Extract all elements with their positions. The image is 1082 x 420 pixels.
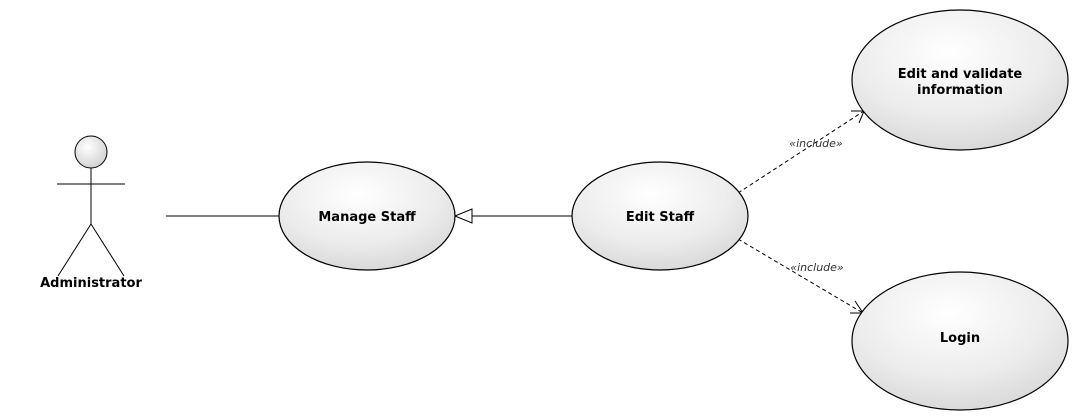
use-case-edit-validate-information[interactable]: Edit and validate information: [851, 9, 1069, 151]
use-case-label: Edit Staff: [626, 210, 695, 225]
include-edge-bottom: «include»: [737, 238, 864, 314]
generalization-arrowhead: [453, 208, 473, 224]
generalization-edge: [453, 208, 572, 224]
use-case-label-line1: Edit and validate: [898, 67, 1023, 82]
actor-head: [74, 135, 108, 169]
actor-label: Administrator: [40, 276, 142, 291]
use-case-edit-staff[interactable]: Edit Staff: [571, 161, 749, 271]
include-label-top: «include»: [789, 137, 843, 150]
use-case-label: Manage Staff: [318, 210, 416, 225]
include-label-bottom: «include»: [790, 261, 844, 274]
actor-left-leg: [57, 223, 92, 277]
include-edge-top: «include»: [737, 110, 865, 194]
use-case-login[interactable]: Login: [851, 271, 1069, 411]
actor-administrator[interactable]: Administrator: [40, 135, 142, 291]
actor-right-leg: [90, 223, 125, 277]
use-case-label: Login: [940, 331, 980, 346]
use-case-manage-staff[interactable]: Manage Staff: [278, 161, 456, 271]
use-case-label-line2: information: [917, 83, 1003, 98]
